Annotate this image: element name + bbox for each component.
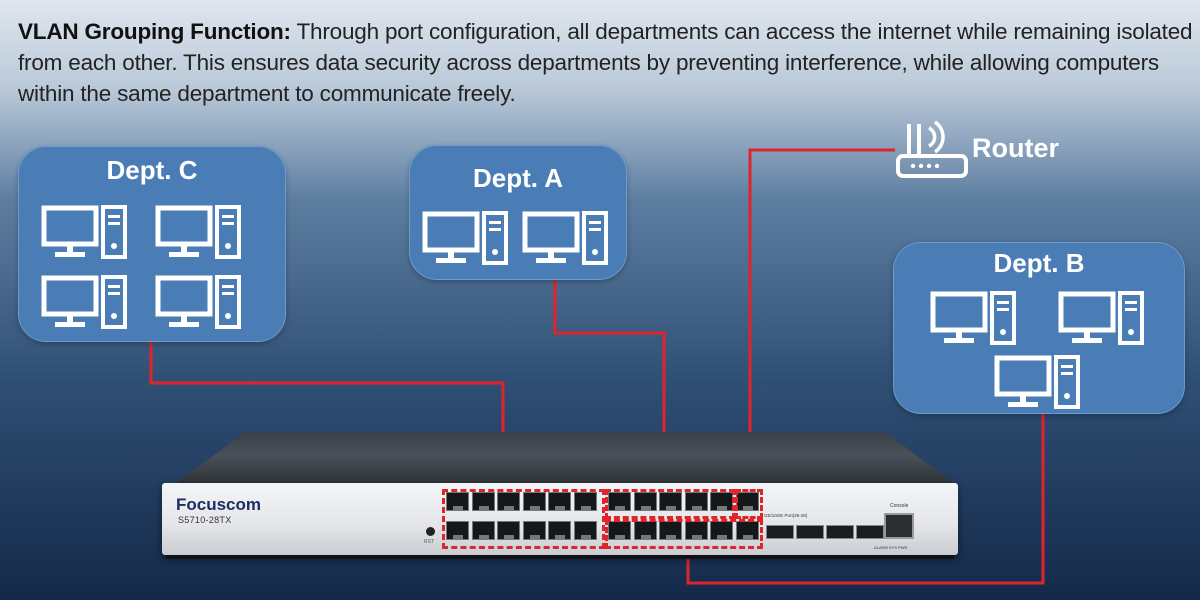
dept-c-title: Dept. C bbox=[106, 155, 198, 185]
switch-top-panel bbox=[175, 432, 955, 484]
dept-c-box: Dept. C bbox=[18, 146, 286, 342]
sfp-port-label: GE/10GE Port(25-28) bbox=[764, 513, 808, 518]
link-dept-a bbox=[553, 268, 666, 492]
dept-b-title: Dept. B bbox=[993, 248, 1085, 278]
dept-a-title: Dept. A bbox=[472, 163, 564, 193]
description-body: Through port configuration, all departme… bbox=[18, 19, 1193, 106]
ethernet-port[interactable] bbox=[548, 521, 571, 540]
network-switch: Focuscom S5710-28TX RST GE/10GE Port(25-… bbox=[162, 483, 958, 555]
computer-icon bbox=[522, 211, 608, 265]
computer-icon bbox=[41, 275, 127, 329]
description-paragraph: VLAN Grouping Function: Through port con… bbox=[18, 16, 1193, 109]
ethernet-port[interactable] bbox=[446, 492, 469, 511]
vlan-group-dept-a bbox=[605, 489, 735, 519]
sfp-port[interactable] bbox=[766, 525, 794, 539]
computer-icon bbox=[155, 275, 241, 329]
ethernet-port[interactable] bbox=[522, 521, 546, 540]
ethernet-port[interactable] bbox=[497, 521, 520, 540]
vlan-group-dept-b bbox=[605, 519, 763, 549]
ethernet-port[interactable] bbox=[573, 492, 597, 511]
reset-button[interactable] bbox=[426, 527, 435, 536]
ethernet-port[interactable] bbox=[608, 492, 631, 511]
switch-model: S5710-28TX bbox=[178, 515, 232, 525]
dept-b-box: Dept. B bbox=[893, 242, 1185, 414]
computer-icon bbox=[1058, 291, 1144, 345]
link-router bbox=[748, 148, 895, 493]
computer-icon bbox=[994, 355, 1080, 409]
ethernet-port[interactable] bbox=[573, 521, 597, 540]
ethernet-port[interactable] bbox=[446, 521, 469, 540]
sfp-port[interactable] bbox=[796, 525, 824, 539]
router-icon bbox=[896, 120, 968, 178]
vlan-group-dept-c bbox=[442, 489, 605, 549]
reset-label: RST bbox=[424, 539, 434, 545]
ethernet-port[interactable] bbox=[633, 492, 657, 511]
router-label: Router bbox=[972, 133, 1059, 163]
ethernet-port[interactable] bbox=[471, 521, 495, 540]
ethernet-port[interactable] bbox=[497, 492, 520, 511]
console-port[interactable] bbox=[884, 513, 914, 539]
status-led-labels: ALARM SYS PWR bbox=[874, 545, 908, 550]
dept-a-box: Dept. A bbox=[409, 145, 627, 280]
vlan-group-router bbox=[735, 489, 763, 519]
ethernet-port[interactable] bbox=[522, 492, 546, 511]
computer-icon bbox=[422, 211, 508, 265]
ethernet-port[interactable] bbox=[659, 492, 682, 511]
description-title: VLAN Grouping Function: bbox=[18, 19, 291, 44]
ethernet-port[interactable] bbox=[548, 492, 571, 511]
link-dept-b bbox=[686, 412, 1045, 585]
computer-icon bbox=[155, 205, 241, 259]
ethernet-port[interactable] bbox=[471, 492, 495, 511]
computer-icon bbox=[930, 291, 1016, 345]
sfp-port[interactable] bbox=[856, 525, 884, 539]
console-label: Console bbox=[890, 503, 909, 509]
ethernet-port[interactable] bbox=[684, 492, 708, 511]
sfp-port[interactable] bbox=[826, 525, 854, 539]
computer-icon bbox=[41, 205, 127, 259]
switch-base bbox=[166, 553, 954, 559]
switch-brand: Focuscom bbox=[176, 495, 262, 514]
